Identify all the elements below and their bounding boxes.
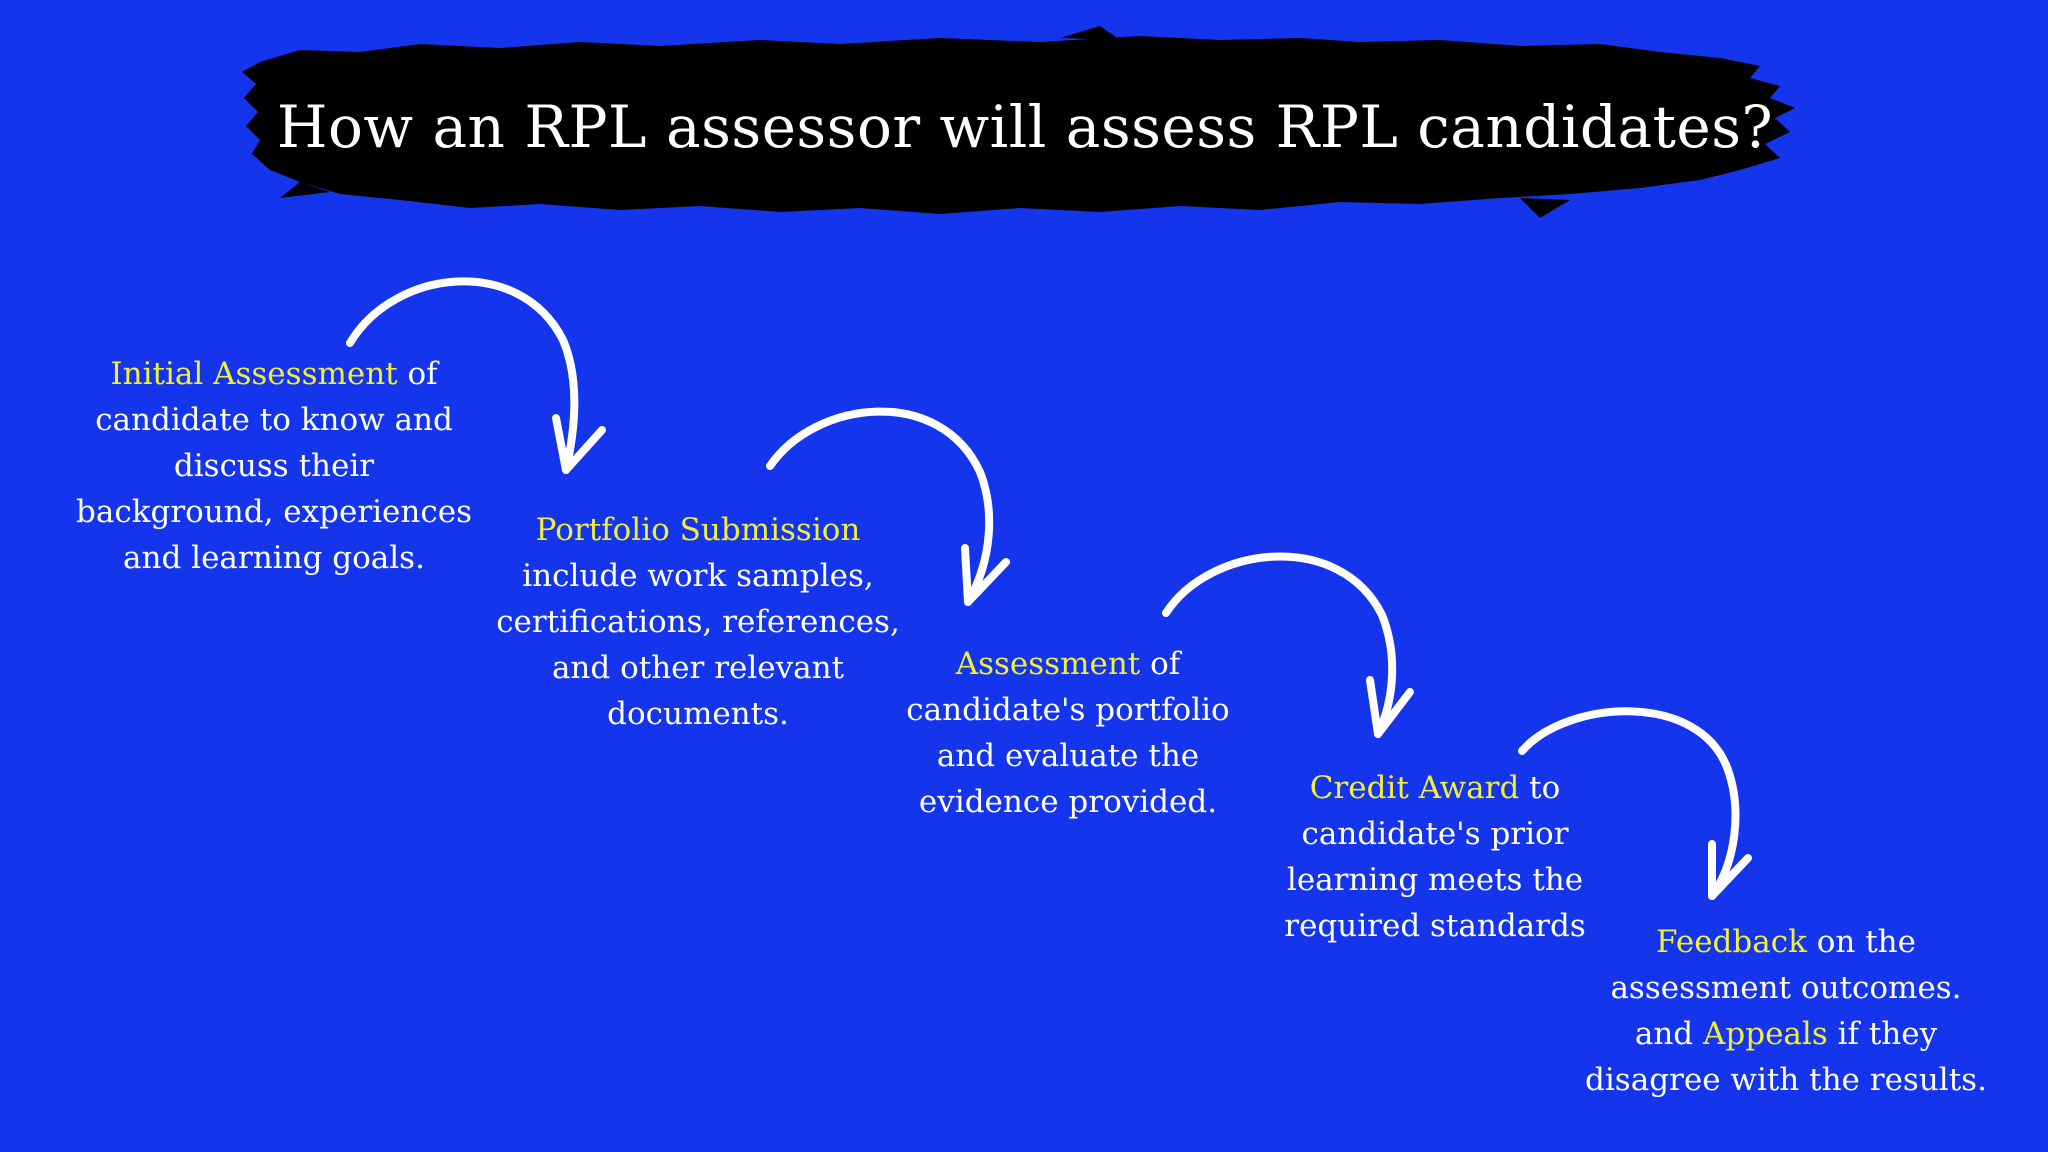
step-1-line: discuss their (173, 448, 375, 484)
step-2-line: and other relevant (551, 650, 845, 686)
step-5-heading: Feedback on the (1656, 924, 1916, 960)
step-2-line: documents. (607, 696, 789, 732)
step-3-line: candidate's portfolio (906, 692, 1230, 728)
curved-arrow-4 (1518, 707, 1752, 900)
step-1-line: background, experiences (76, 494, 472, 530)
step-3-line: evidence provided. (918, 784, 1218, 820)
step-4-line: candidate's prior (1301, 816, 1569, 852)
step-4-heading: Credit Award to (1309, 770, 1561, 806)
title-banner: How an RPL assessor will assess RPL cand… (240, 22, 1810, 232)
step-feedback-appeals: Feedback on the assessment outcomes. and… (1566, 919, 2006, 1103)
step-3-highlight: Assessment (955, 646, 1141, 682)
step-assessment: Assessment of candidate's portfolio and … (848, 641, 1288, 825)
step-5-appeals-line: and Appeals if they (1634, 1016, 1938, 1052)
brush-stroke-banner (242, 26, 1795, 218)
curved-arrow-1 (346, 277, 606, 474)
step-1-highlight: Initial Assessment (110, 356, 398, 392)
step-5-line: assessment outcomes. (1610, 970, 1962, 1006)
step-1-line: candidate to know and (95, 402, 453, 438)
step-initial-assessment: Initial Assessment of candidate to know … (54, 351, 494, 581)
step-4-line: learning meets the (1286, 862, 1584, 898)
step-5-line: disagree with the results. (1585, 1062, 1987, 1098)
appeals-highlight: Appeals (1703, 1016, 1828, 1052)
curved-arrow-2 (766, 407, 1010, 606)
step-2-line: include work samples, (522, 558, 874, 594)
step-4-highlight: Credit Award (1309, 770, 1520, 806)
step-1-heading: Initial Assessment of (110, 356, 438, 392)
step-5-highlight: Feedback (1656, 924, 1807, 960)
step-2-line: certifications, references, (496, 604, 900, 640)
step-4-line: required standards (1284, 908, 1586, 944)
step-credit-award: Credit Award to candidate's prior learni… (1215, 765, 1655, 949)
step-2-highlight: Portfolio Submission (535, 512, 861, 548)
step-3-heading: Assessment of (955, 646, 1181, 682)
step-2-heading: Portfolio Submission (478, 507, 918, 553)
page-title: How an RPL assessor will assess RPL cand… (276, 93, 1774, 161)
step-3-line: and evaluate the (936, 738, 1200, 774)
curved-arrow-3 (1162, 552, 1414, 738)
step-1-line: and learning goals. (123, 540, 425, 576)
step-portfolio-submission: Portfolio Submission include work sample… (478, 507, 918, 737)
